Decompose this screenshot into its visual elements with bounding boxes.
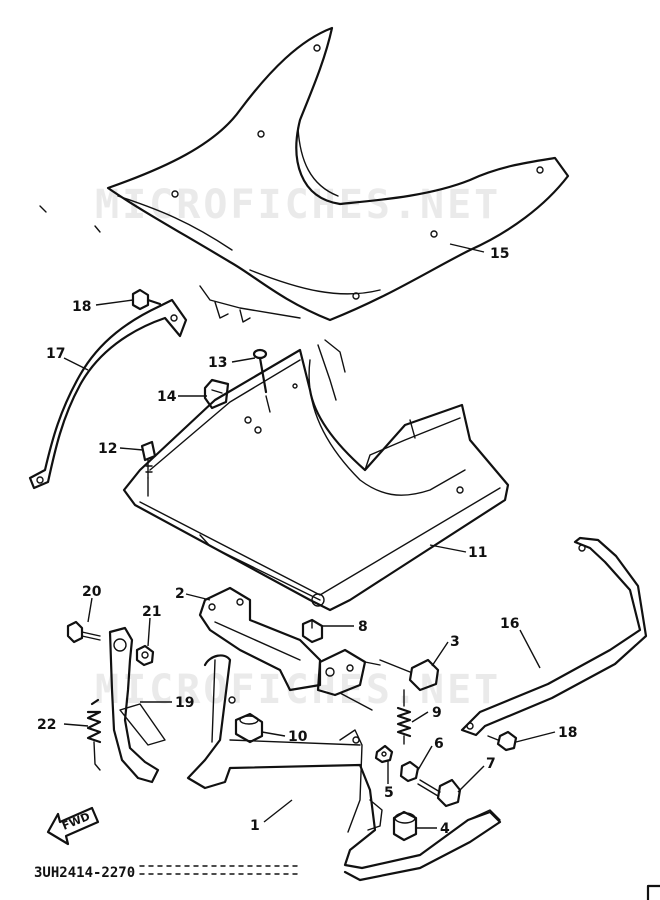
callout-8[interactable]: 8 <box>358 619 368 635</box>
callout-3[interactable]: 3 <box>450 634 460 650</box>
part-13-screw[interactable] <box>252 348 271 413</box>
callout-11[interactable]: 11 <box>468 545 487 561</box>
part-18-bolt-upper[interactable] <box>131 288 162 311</box>
leader-lines <box>63 243 556 829</box>
diagram-code: 3UH2414-2270 <box>34 865 135 881</box>
callout-10[interactable]: 10 <box>288 729 308 745</box>
fwd-label: FWD <box>60 810 92 833</box>
center-pivot-assembly[interactable] <box>316 648 381 711</box>
callout-19[interactable]: 19 <box>175 695 194 711</box>
part-7-bolt[interactable] <box>417 778 462 808</box>
part-4-stopper[interactable] <box>392 810 418 842</box>
part-17-left-stay[interactable] <box>28 298 188 490</box>
callout-5[interactable]: 5 <box>384 785 394 801</box>
part-1-main-stand[interactable] <box>186 654 502 882</box>
callout-18-lower[interactable]: 18 <box>558 725 577 741</box>
callout-18-upper[interactable]: 18 <box>72 299 91 315</box>
part-9-spring[interactable] <box>396 689 412 745</box>
part-20-bolt[interactable] <box>66 620 101 644</box>
callout-4[interactable]: 4 <box>440 821 450 837</box>
callout-21[interactable]: 21 <box>142 604 161 620</box>
corner-crop-mark <box>646 884 660 900</box>
callout-labels: 18 17 13 14 12 15 11 2 8 3 9 10 20 21 19… <box>37 246 577 837</box>
part-19-side-stand[interactable] <box>108 626 166 784</box>
callout-2[interactable]: 2 <box>175 586 185 602</box>
part-3-bolt[interactable] <box>379 658 440 692</box>
part-2-bracket[interactable] <box>198 586 322 692</box>
fwd-direction-arrow: FWD <box>46 806 100 846</box>
callout-13[interactable]: 13 <box>208 355 227 371</box>
part-22-spring[interactable] <box>86 698 102 771</box>
callout-7[interactable]: 7 <box>486 756 496 772</box>
part-21-nut[interactable] <box>135 644 155 667</box>
callout-9[interactable]: 9 <box>432 705 442 721</box>
callout-15[interactable]: 15 <box>490 246 509 262</box>
callout-20[interactable]: 20 <box>82 584 102 600</box>
callout-12[interactable]: 12 <box>98 441 117 457</box>
callout-22[interactable]: 22 <box>37 717 56 733</box>
part-16-right-stay[interactable] <box>460 536 648 737</box>
callout-16[interactable]: 16 <box>500 616 519 632</box>
part-15-cover-panel[interactable] <box>39 26 570 323</box>
watermark-top: MICROFICHES.NET <box>95 182 501 228</box>
callout-17[interactable]: 17 <box>46 346 65 362</box>
callout-14[interactable]: 14 <box>157 389 177 405</box>
part-5-washer[interactable] <box>374 744 394 764</box>
callout-1[interactable]: 1 <box>250 818 260 834</box>
part-18-bolt-lower[interactable] <box>487 730 518 752</box>
part-14-clip-nut[interactable] <box>203 378 230 410</box>
part-6-collar[interactable] <box>399 760 420 783</box>
part-11-floor-panel[interactable] <box>122 339 510 612</box>
part-8-nut[interactable] <box>301 618 324 644</box>
callout-6[interactable]: 6 <box>434 736 444 752</box>
part-10-damper[interactable] <box>234 712 264 744</box>
part-12-bolt[interactable] <box>140 440 157 497</box>
